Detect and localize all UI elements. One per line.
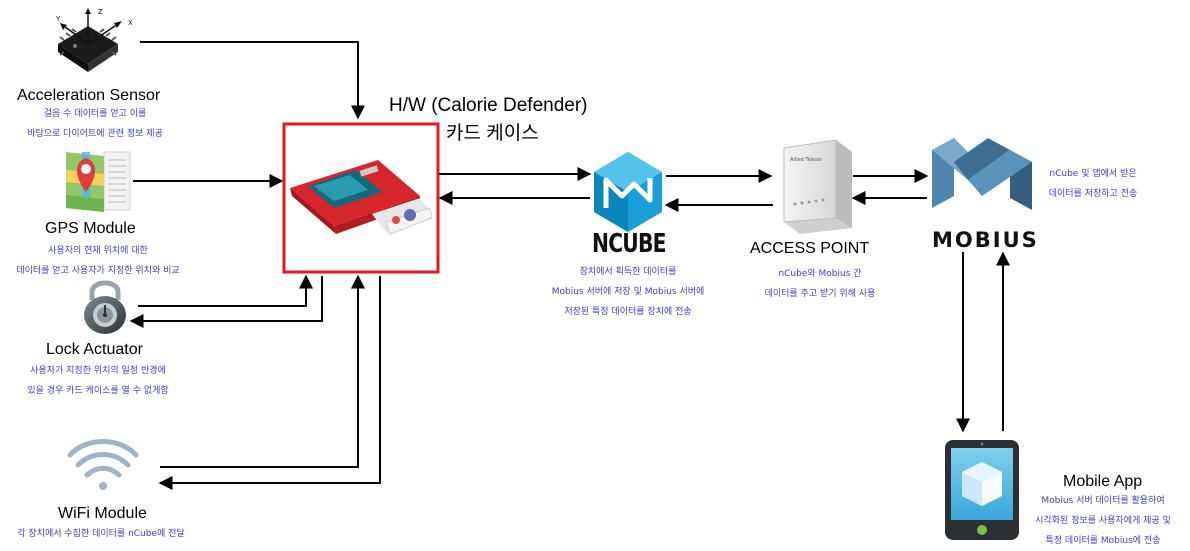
access-point-desc: nCube와 Mobius 간 데이터를 주고 받기 위해 사용	[745, 264, 895, 304]
acceleration-sensor-title: Acceleration Sensor	[17, 87, 161, 104]
mobius-logo-icon	[932, 138, 1032, 210]
desc-line: nCube 및 앱에서 받은	[1049, 169, 1137, 179]
access-point-brand: Allied Telesis	[790, 157, 822, 163]
desc-line: 데이터를 얻고 사용자가 지정한 위치와 비교	[16, 266, 180, 276]
mobius-desc: nCube 및 앱에서 받은 데이터를 저장하고 전송	[1038, 164, 1148, 204]
access-point-title: ACCESS POINT	[750, 240, 870, 257]
desc-line: 장치에서 획득한 데이터를	[579, 267, 677, 277]
desc-line: Mobius 서버 데이터를 활용하여	[1041, 496, 1165, 506]
lock-actuator-icon	[84, 280, 126, 334]
desc-line: 데이터를 저장하고 전송	[1048, 189, 1138, 199]
axis-x-label: X	[128, 19, 133, 27]
mobile-app-title: Mobile App	[1063, 473, 1143, 490]
desc-line: 바탕으로 다이어트에 관련 정보 제공	[27, 129, 163, 139]
desc-line: 사용자가 지정한 위치의 일정 반경에	[30, 366, 166, 376]
ncube-desc: 장치에서 획득한 데이터를 Mobius 서버에 저장 및 Mobius 서버에…	[528, 262, 728, 322]
desc-line: 시각화된 정보를 사용자에게 제공 및	[1035, 516, 1171, 526]
lock-actuator-title: Lock Actuator	[46, 341, 143, 358]
mobile-phone-icon	[945, 440, 1019, 540]
arrow-wifi-to-hw	[160, 274, 365, 468]
mobius-logo-text: MOBIUS	[932, 228, 1039, 252]
axis-z-label: Z	[98, 8, 103, 16]
arrows	[129, 41, 1010, 490]
desc-line: 사용자의 현재 위치에 대한	[48, 246, 148, 256]
acceleration-sensor-icon: X Y Z	[55, 8, 133, 72]
arrow-lock-to-hw	[138, 274, 313, 307]
desc-line: 걸음 수 데이터를 얻고 이를	[43, 109, 147, 119]
hw-subtitle: 카드 케이스	[446, 123, 539, 144]
arrow-hw-to-lock	[129, 276, 323, 328]
gps-module-desc: 사용자의 현재 위치에 대한 데이터를 얻고 사용자가 지정한 위치와 비교	[0, 241, 196, 281]
card-case-device-image	[290, 160, 433, 235]
desc-line: 각 장치에서 수집한 데이터를 nCube에 전달	[17, 529, 185, 539]
desc-line: 데이터를 주고 받기 위해 사용	[764, 289, 876, 299]
ncube-logo-text: NCUBE	[592, 229, 667, 259]
desc-line: Mobius 서버에 저장 및 Mobius 서버에	[551, 287, 705, 297]
desc-line: nCube와 Mobius 간	[778, 269, 862, 279]
desc-line: 저장된 특정 데이터를 장치에 전송	[564, 307, 692, 317]
arrow-hw-to-wifi	[158, 276, 381, 490]
access-point-device-icon: Allied Telesis	[783, 139, 852, 234]
mobile-app-desc: Mobius 서버 데이터를 활용하여 시각화된 정보를 사용자에게 제공 및 …	[1020, 491, 1186, 551]
gps-module-title: GPS Module	[45, 220, 136, 237]
hw-title: H/W (Calorie Defender)	[389, 95, 588, 116]
wifi-module-desc: 각 장치에서 수집한 데이터를 nCube에 전달	[0, 524, 202, 544]
lock-actuator-desc: 사용자가 지정한 위치의 일정 반경에 있을 경우 카드 케이스를 열 수 없게…	[0, 361, 196, 401]
wifi-icon	[67, 439, 139, 490]
ncube-logo-icon	[594, 152, 662, 232]
gps-map-icon	[66, 151, 131, 212]
wifi-module-title: WiFi Module	[58, 505, 147, 522]
arrow-accel-to-hw	[140, 41, 365, 120]
axis-y-label: Y	[55, 15, 61, 23]
acceleration-sensor-desc: 걸음 수 데이터를 얻고 이를 바탕으로 다이어트에 관련 정보 제공	[0, 104, 190, 144]
desc-line: 특정 데이터를 Mobius에 전송	[1045, 536, 1161, 546]
desc-line: 있을 경우 카드 케이스를 열 수 없게함	[27, 386, 169, 396]
